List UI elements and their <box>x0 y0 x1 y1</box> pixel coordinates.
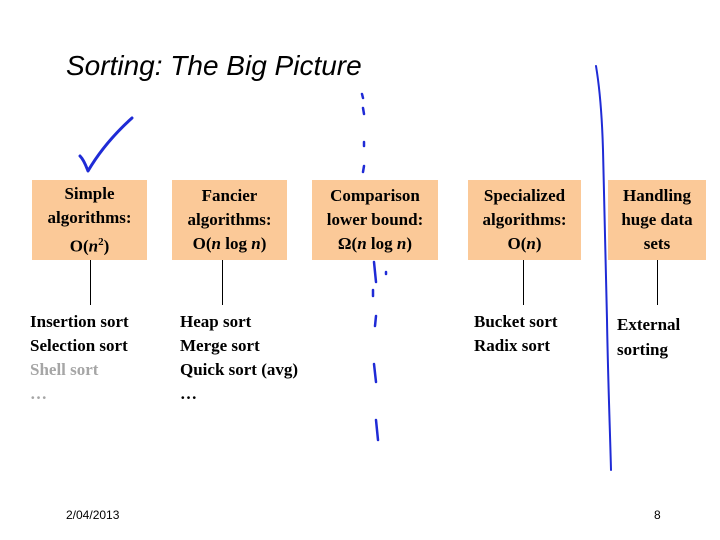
box-huge-data-sets: Handling huge data sets <box>608 180 706 260</box>
list-specialized-algorithms: Bucket sort Radix sort <box>474 310 558 358</box>
box-line: huge data <box>621 210 693 229</box>
list-item: sorting <box>617 340 668 359</box>
list-huge-data-sets: External sorting <box>617 312 680 362</box>
footer-date: 2/04/2013 <box>66 508 120 522</box>
box-line: Fancier <box>201 186 258 205</box>
box-line: sets <box>643 234 671 253</box>
slide-title: Sorting: The Big Picture <box>66 50 362 81</box>
box-line: Handling <box>622 186 692 205</box>
box-specialized-algorithms: Specialized algorithms: O(n) <box>468 180 581 260</box>
complexity-label: O(n) <box>507 234 542 253</box>
page-number: 8 <box>654 508 661 522</box>
complexity-label: O(n log n) <box>192 234 267 253</box>
box-line: Specialized <box>483 186 566 205</box>
connector-fancier <box>222 260 223 305</box>
list-item: Selection sort <box>30 336 128 355</box>
box-line: Comparison <box>330 186 420 205</box>
complexity-label: O(n2) <box>69 235 110 256</box>
list-item: … <box>30 384 47 403</box>
list-fancier-algorithms: Heap sort Merge sort Quick sort (avg) … <box>180 310 298 406</box>
list-item: Heap sort <box>180 312 252 331</box>
box-line: algorithms: <box>47 207 132 227</box>
checkmark-ink <box>78 116 134 173</box>
list-item: Radix sort <box>474 336 551 355</box>
box-line: algorithms: <box>482 210 567 229</box>
list-item: … <box>180 384 197 403</box>
vertical-ink-line <box>595 65 612 471</box>
box-comparison-lower-bound: Comparison lower bound: Ω(n log n) <box>312 180 438 260</box>
connector-simple <box>90 260 91 305</box>
box-line: algorithms: <box>187 210 272 229</box>
list-simple-algorithms: Insertion sort Selection sort Shell sort… <box>30 310 129 406</box>
list-item: Insertion sort <box>30 312 129 331</box>
complexity-label: Ω(n log n) <box>337 234 413 253</box>
box-line: lower bound: <box>326 210 424 229</box>
box-line: Simple <box>64 183 115 203</box>
list-item: Merge sort <box>180 336 260 355</box>
list-item: External <box>617 315 681 334</box>
list-item: Shell sort <box>30 360 99 379</box>
connector-huge <box>657 260 658 305</box>
list-item: Quick sort (avg) <box>180 360 299 379</box>
box-simple-algorithms: Simple algorithms: O(n2) <box>32 180 147 260</box>
box-fancier-algorithms: Fancier algorithms: O(n log n) <box>172 180 287 260</box>
dashed-ink-line <box>360 92 388 442</box>
list-item: Bucket sort <box>474 312 558 331</box>
connector-specialized <box>523 260 524 305</box>
